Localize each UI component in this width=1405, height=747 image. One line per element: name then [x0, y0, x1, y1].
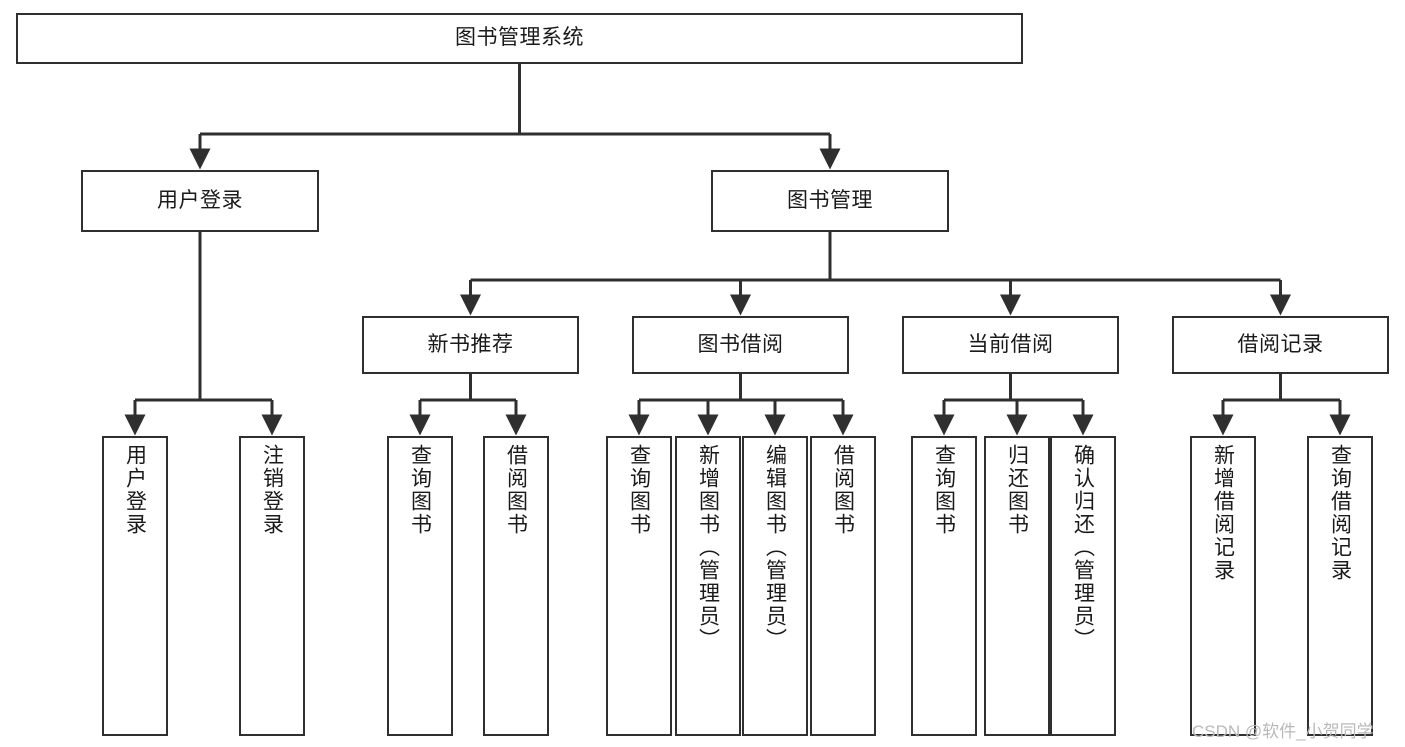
connector-bus-root — [200, 64, 830, 136]
node-label: 图书借阅 — [697, 332, 784, 356]
node-l2: 注销登录 — [239, 436, 305, 736]
node-label: 归还图书 — [1005, 444, 1029, 536]
node-r2: 查询借阅记录 — [1307, 436, 1373, 736]
node-r1: 新增借阅记录 — [1190, 436, 1256, 736]
csdn-watermark: CSDN @软件_小贺同学 — [1192, 722, 1374, 741]
node-c2: 归还图书 — [984, 436, 1050, 736]
node-label: 借阅图书 — [831, 444, 855, 536]
node-root: 图书管理系统 — [16, 13, 1023, 64]
node-label: 查询借阅记录 — [1328, 444, 1352, 582]
node-bookmgmt: 图书管理 — [711, 170, 949, 232]
node-c3: 确认归还（管理员） — [1050, 436, 1116, 736]
node-label: 查询图书 — [408, 444, 432, 536]
node-n1: 查询图书 — [387, 436, 453, 736]
node-b1: 查询图书 — [606, 436, 672, 736]
node-label: 借阅记录 — [1237, 332, 1324, 356]
node-label: 图书管理 — [787, 188, 873, 212]
node-label: 用户登录 — [157, 188, 243, 212]
node-label: 确认归还（管理员） — [1071, 444, 1095, 651]
connector-bus-borrow — [639, 374, 843, 402]
connector-bus-records — [1223, 374, 1340, 402]
connector-bus-bookmgmt — [470, 232, 1281, 282]
node-b2: 新增图书（管理员） — [675, 436, 741, 736]
node-label: 查询图书 — [627, 444, 651, 536]
node-label: 新书推荐 — [427, 332, 514, 356]
node-label: 借阅图书 — [504, 444, 528, 536]
node-l1: 用户登录 — [102, 436, 168, 736]
node-b3: 编辑图书（管理员） — [742, 436, 808, 736]
connector-bus-login — [135, 232, 272, 402]
node-label: 新增图书（管理员） — [696, 444, 720, 651]
node-b4: 借阅图书 — [810, 436, 876, 736]
node-login: 用户登录 — [81, 170, 319, 232]
node-label: 新增借阅记录 — [1211, 444, 1235, 582]
node-label: 用户登录 — [123, 444, 147, 536]
node-label: 图书管理系统 — [455, 26, 584, 50]
node-borrow: 图书借阅 — [632, 316, 849, 374]
node-n2: 借阅图书 — [483, 436, 549, 736]
node-label: 编辑图书（管理员） — [763, 444, 787, 651]
connector-bus-newbook — [420, 374, 516, 402]
node-label: 当前借阅 — [967, 332, 1054, 356]
node-label: 查询图书 — [932, 444, 956, 536]
node-label: 注销登录 — [260, 444, 284, 536]
node-newbook: 新书推荐 — [362, 316, 579, 374]
connector-bus-current — [944, 374, 1083, 402]
node-c1: 查询图书 — [911, 436, 977, 736]
node-current: 当前借阅 — [902, 316, 1119, 374]
node-records: 借阅记录 — [1172, 316, 1389, 374]
